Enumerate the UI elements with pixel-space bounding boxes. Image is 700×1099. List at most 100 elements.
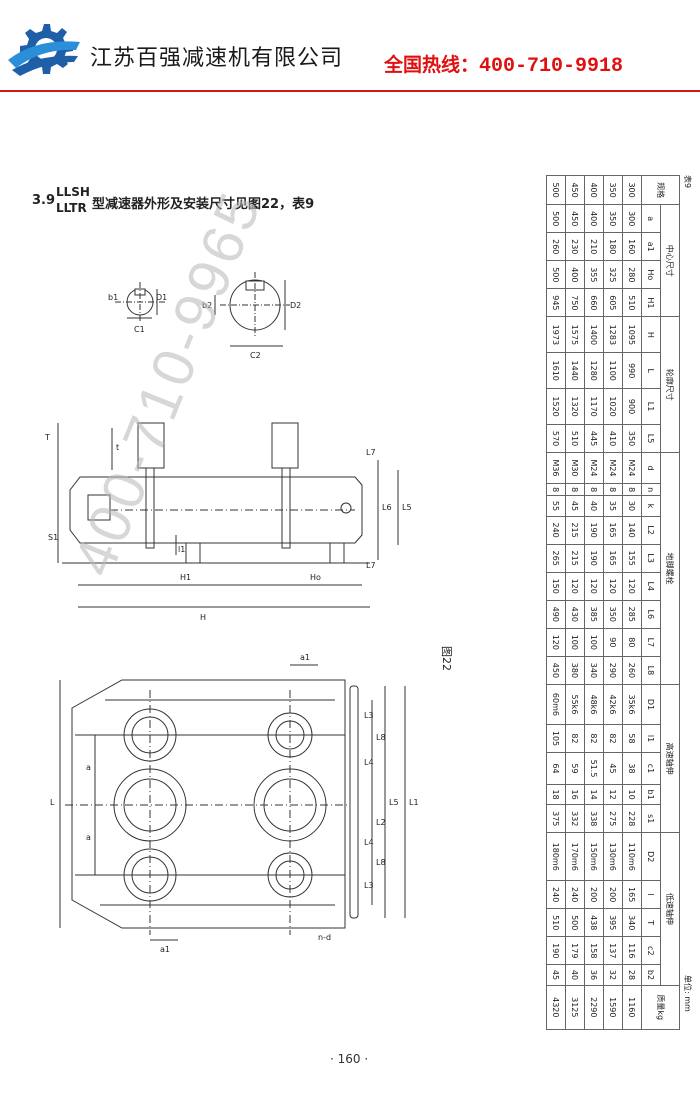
table-cell-l2: 240 xyxy=(546,516,566,545)
table-cell-t: 395 xyxy=(603,908,623,937)
table-cell-l6: 285 xyxy=(622,600,642,629)
label-l6: L6 xyxy=(382,503,392,512)
label-c2: C2 xyxy=(250,351,261,360)
table-cell-a: 300 xyxy=(622,204,642,233)
table-cell-ho: 500 xyxy=(546,260,566,289)
table-cell-a1: 230 xyxy=(565,232,585,261)
table-cell-l6: 350 xyxy=(603,600,623,629)
table-cell-s1: 228 xyxy=(622,804,642,833)
table-cell-h1: 660 xyxy=(584,288,604,317)
label-l2: L2 xyxy=(376,818,386,827)
column-header-d1: D1 xyxy=(641,684,661,725)
table-cell-b2: 36 xyxy=(584,964,604,986)
column-header-l5: L5 xyxy=(641,424,661,453)
table-cell-d: M24 xyxy=(603,452,623,484)
table-cell-l8: 290 xyxy=(603,656,623,685)
column-header-l2: L2 xyxy=(641,516,661,545)
table-cell-k: 40 xyxy=(584,495,604,517)
table-cell-d: M30 xyxy=(565,452,585,484)
header-divider xyxy=(0,90,700,92)
table-cell-l: 1280 xyxy=(584,352,604,389)
table-cell-l1: 82 xyxy=(565,724,585,753)
table-cell-l8: 340 xyxy=(584,656,604,685)
table-cell-l2: 190 xyxy=(584,516,604,545)
label-l7-bottom: L7 xyxy=(366,561,376,570)
table-cell-mass: 3125 xyxy=(565,985,585,1030)
table-cell-k: 30 xyxy=(622,495,642,517)
column-header-l7: L7 xyxy=(641,628,661,657)
table-cell-d2: 150m6 xyxy=(584,832,604,881)
column-header-a1: a1 xyxy=(641,232,661,261)
label-l8-top: L8 xyxy=(376,733,386,742)
table-cell-l: 165 xyxy=(622,880,642,909)
table-cell-l1: 82 xyxy=(603,724,623,753)
table-cell-c2: 158 xyxy=(584,936,604,965)
table-cell-c1: 59 xyxy=(565,752,585,785)
label-a-bottom: a xyxy=(86,833,91,842)
company-name: 江苏百强减速机有限公司 xyxy=(90,46,344,71)
label-l5-plan: L5 xyxy=(389,798,399,807)
gear-logo-icon xyxy=(8,24,80,76)
table-cell-l3: 265 xyxy=(546,544,566,573)
table-cell-l8: 450 xyxy=(546,656,566,685)
table-cell-b1: 10 xyxy=(622,784,642,805)
table-cell-b2: 28 xyxy=(622,964,642,986)
header-ls-shaft: 低速轴伸 xyxy=(660,832,680,986)
table-cell-l3: 190 xyxy=(584,544,604,573)
table-cell-c1: 51.5 xyxy=(584,752,604,785)
table-cell-d2: 130m6 xyxy=(603,832,623,881)
table-cell-h1: 605 xyxy=(603,288,623,317)
table-cell-n: 8 xyxy=(603,483,623,496)
label-l7-top: L7 xyxy=(366,448,376,457)
table-cell-l: 200 xyxy=(584,880,604,909)
table-cell-l3: 215 xyxy=(565,544,585,573)
column-header-l3: L3 xyxy=(641,544,661,573)
label-d1: D1 xyxy=(156,293,167,302)
hotline: 全国热线：400-710-9918 xyxy=(384,50,623,78)
table-cell-l7: 120 xyxy=(546,628,566,657)
column-header-ho: Ho xyxy=(641,260,661,289)
label-b1: b1 xyxy=(108,293,118,302)
table-cell-n: 8 xyxy=(584,483,604,496)
table-cell-a: 400 xyxy=(584,204,604,233)
table-cell-t: 510 xyxy=(546,908,566,937)
label-d2: D2 xyxy=(290,301,301,310)
label-l3-bottom: L3 xyxy=(364,881,374,890)
label-h1: H1 xyxy=(180,573,191,582)
table-cell-l1: 1170 xyxy=(584,388,604,425)
column-header-l1: l1 xyxy=(641,724,661,753)
column-header-h: H xyxy=(641,316,661,353)
table-cell-l7: 100 xyxy=(584,628,604,657)
table-cell-l2: 215 xyxy=(565,516,585,545)
table-cell-n: 8 xyxy=(546,483,566,496)
table-cell-b1: 12 xyxy=(603,784,623,805)
header-mass: 质量kg xyxy=(641,985,680,1030)
table-cell-l8: 260 xyxy=(622,656,642,685)
table-cell-mass: 1590 xyxy=(603,985,623,1030)
table-cell-a: 350 xyxy=(603,204,623,233)
table-cell-d1: 48k6 xyxy=(584,684,604,725)
section-description: 型减速器外形及安装尺寸见图22，表9 xyxy=(92,197,315,212)
table-cell-spec: 450 xyxy=(565,175,585,205)
table-cell-d: M36 xyxy=(546,452,566,484)
header-anchor: 地脚螺栓 xyxy=(660,452,680,685)
table-cell-l: 240 xyxy=(565,880,585,909)
table-unit: 单位: mm xyxy=(683,975,692,1012)
table-cell-s1: 375 xyxy=(546,804,566,833)
table-cell-l: 200 xyxy=(603,880,623,909)
column-header-n: n xyxy=(641,483,661,496)
label-l1-small: l1 xyxy=(178,545,185,554)
table-cell-h: 1575 xyxy=(565,316,585,353)
table-cell-l7: 80 xyxy=(622,628,642,657)
label-l8-bottom: L8 xyxy=(376,858,386,867)
table-cell-l1: 82 xyxy=(584,724,604,753)
label-l1: L1 xyxy=(409,798,419,807)
model-llsh: LLSH xyxy=(56,185,90,199)
table-cell-s1: 332 xyxy=(565,804,585,833)
